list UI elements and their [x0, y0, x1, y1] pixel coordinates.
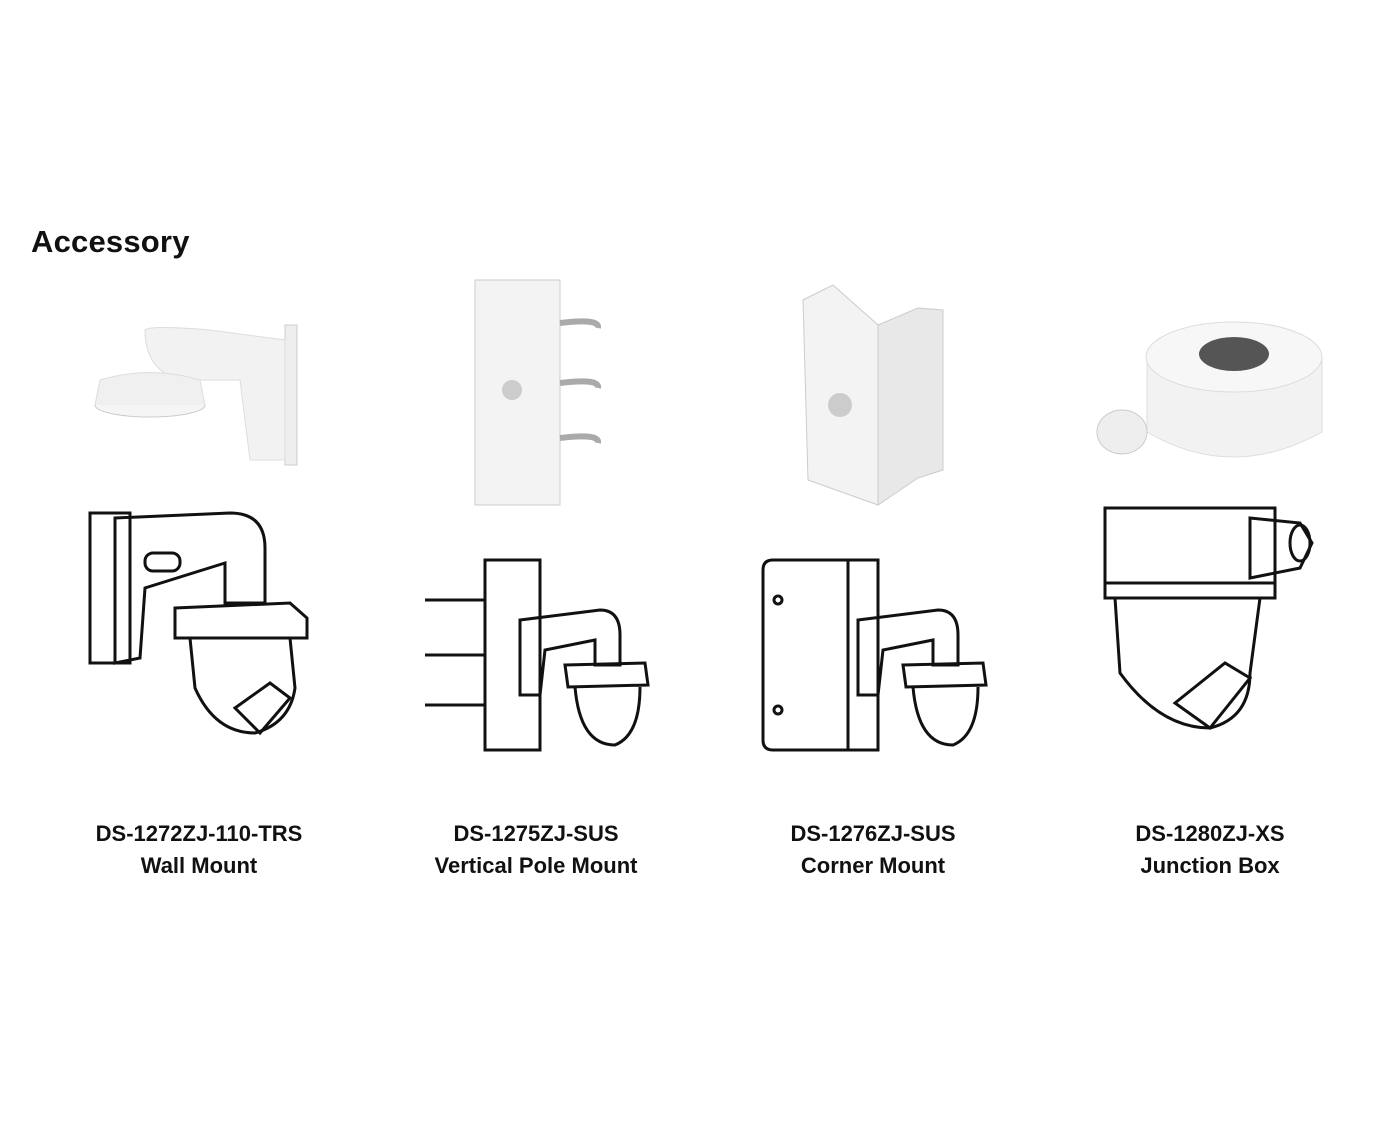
accessory-caption-junction-box: DS-1280ZJ-XS Junction Box: [1040, 818, 1380, 882]
accessory-caption-pole-mount: DS-1275ZJ-SUS Vertical Pole Mount: [366, 818, 706, 882]
accessory-name: Junction Box: [1140, 853, 1280, 878]
section-title: Accessory: [31, 224, 190, 259]
accessory-caption-wall-mount: DS-1272ZJ-110-TRS Wall Mount: [29, 818, 369, 882]
corner-mount-photo: [802, 284, 944, 506]
wall-mount-drawing: [88, 511, 309, 736]
accessory-name: Corner Mount: [800, 853, 946, 878]
accessory-name: Vertical Pole Mount: [434, 853, 638, 878]
model-number: DS-1276ZJ-SUS: [790, 821, 956, 846]
accessory-caption-corner-mount: DS-1276ZJ-SUS Corner Mount: [703, 818, 1043, 882]
model-number: DS-1272ZJ-110-TRS: [95, 821, 303, 846]
model-number: DS-1275ZJ-SUS: [453, 821, 619, 846]
corner-mount-drawing: [761, 558, 988, 752]
junction-box-drawing: [1103, 506, 1314, 731]
accessory-name: Wall Mount: [140, 853, 258, 878]
pole-mount-photo: [474, 279, 601, 506]
pole-mount-drawing: [425, 558, 650, 752]
wall-mount-photo: [94, 324, 298, 466]
junction-box-photo: [1096, 321, 1323, 458]
model-number: DS-1280ZJ-XS: [1135, 821, 1285, 846]
